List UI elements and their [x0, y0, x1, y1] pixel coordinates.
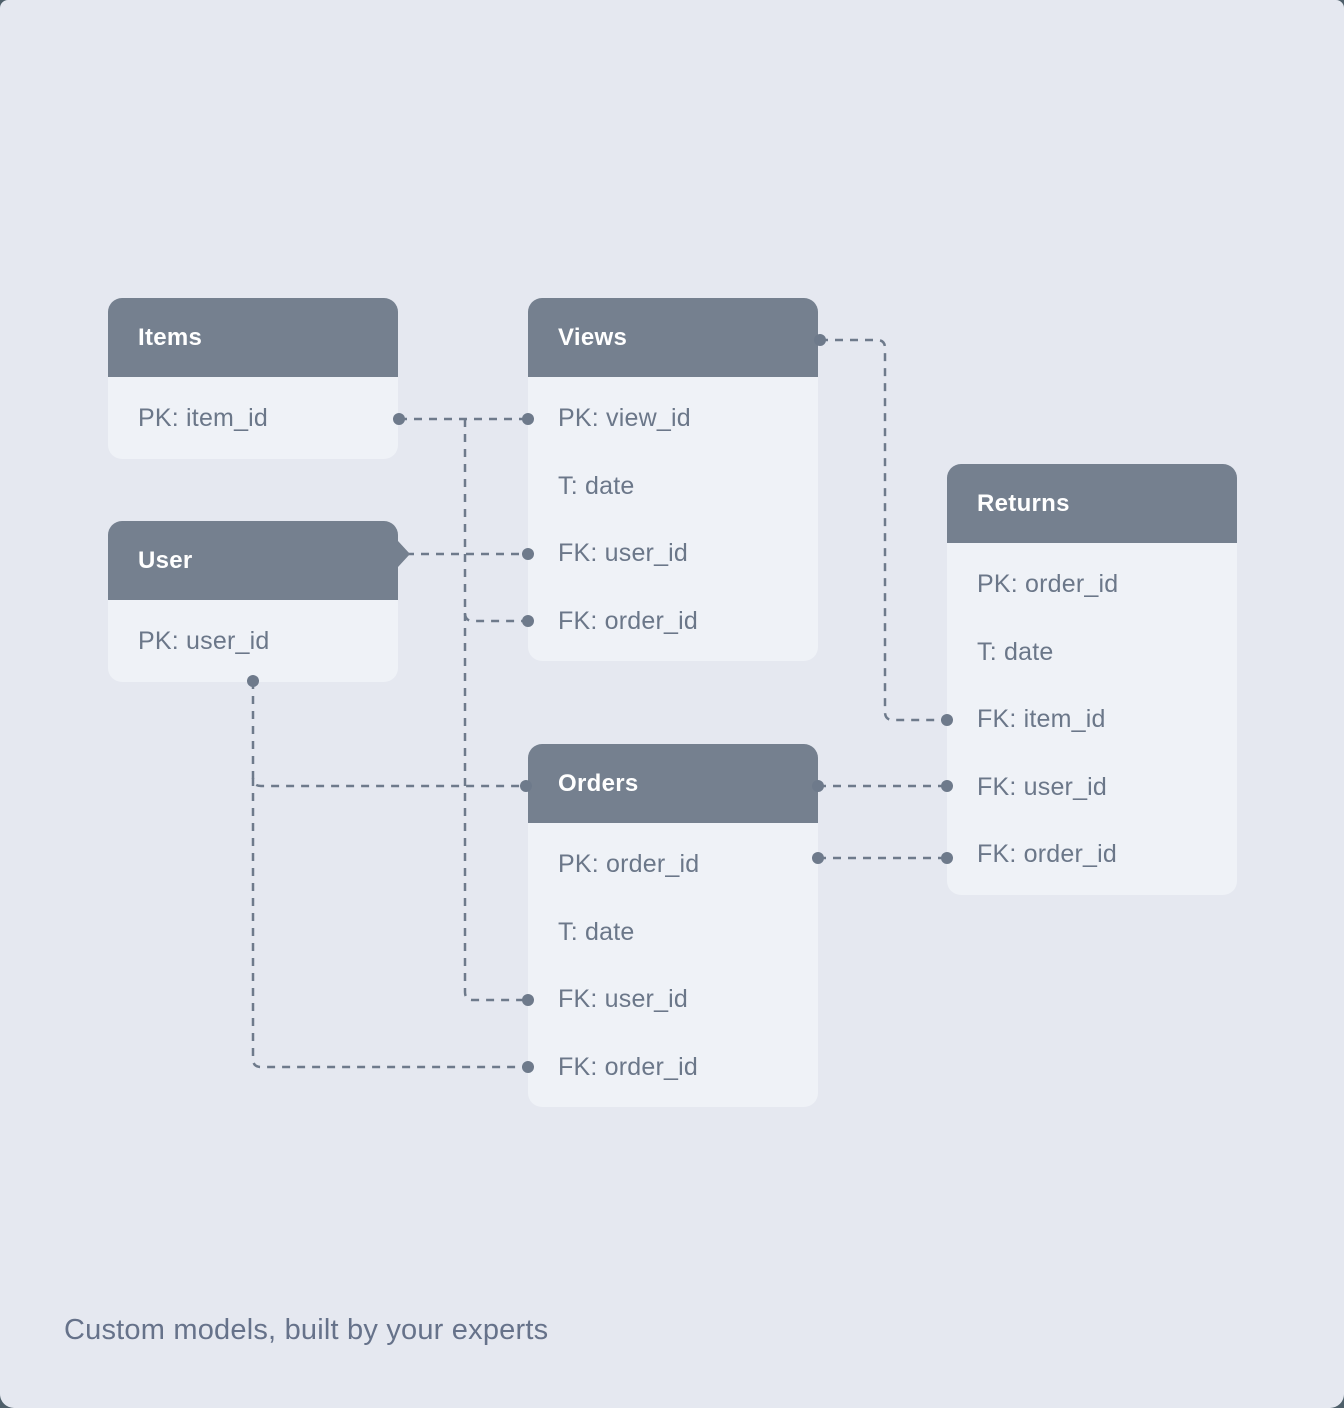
connector-user-orders-fk-order	[251, 778, 528, 1069]
table-views-rows: PK: view_id T: date FK: user_id FK: orde…	[528, 377, 818, 661]
table-items-title: Items	[138, 323, 203, 351]
table-items: Items PK: item_id	[108, 298, 398, 459]
table-views-title: Views	[558, 323, 628, 351]
table-orders-header: Orders	[528, 744, 818, 823]
connector-user-orders-header	[251, 681, 526, 788]
table-row: FK: order_id	[977, 840, 1117, 869]
table-user: User PK: user_id	[108, 521, 398, 682]
connector-branch-orders-fk-user	[463, 613, 528, 1002]
table-row: FK: item_id	[977, 705, 1106, 734]
connector-branch-views-fk-order	[463, 419, 528, 623]
table-user-header: User	[108, 521, 398, 600]
table-row: FK: user_id	[977, 772, 1108, 801]
table-returns-title: Returns	[977, 489, 1070, 517]
table-orders-rows: PK: order_id T: date FK: user_id FK: ord…	[528, 823, 818, 1107]
table-row: FK: order_id	[558, 1052, 698, 1081]
table-user-rows: PK: user_id	[108, 600, 398, 682]
user-header-tail	[398, 541, 410, 567]
table-returns: Returns PK: order_id T: date FK: item_id…	[947, 464, 1237, 895]
table-items-rows: PK: item_id	[108, 377, 398, 459]
table-row: T: date	[558, 917, 635, 946]
table-row: FK: user_id	[558, 985, 689, 1014]
diagram-caption: Custom models, built by your experts	[64, 1314, 549, 1346]
table-returns-rows: PK: order_id T: date FK: item_id FK: use…	[947, 543, 1237, 895]
table-row: T: date	[558, 471, 635, 500]
table-row: FK: user_id	[558, 539, 689, 568]
table-row: PK: order_id	[977, 570, 1119, 599]
table-items-header: Items	[108, 298, 398, 377]
table-views: Views PK: view_id T: date FK: user_id FK…	[528, 298, 818, 661]
table-row: FK: order_id	[558, 606, 698, 635]
table-row: PK: view_id	[558, 404, 691, 433]
table-user-title: User	[138, 546, 193, 574]
table-orders: Orders PK: order_id T: date FK: user_id …	[528, 744, 818, 1107]
table-views-header: Views	[528, 298, 818, 377]
table-row: T: date	[977, 637, 1054, 666]
table-row: PK: order_id	[558, 850, 700, 879]
table-row: PK: item_id	[138, 404, 269, 433]
table-returns-header: Returns	[947, 464, 1237, 543]
table-row: PK: user_id	[138, 627, 270, 656]
table-orders-title: Orders	[558, 769, 639, 797]
connector-views-returns-fk-item	[820, 338, 947, 722]
